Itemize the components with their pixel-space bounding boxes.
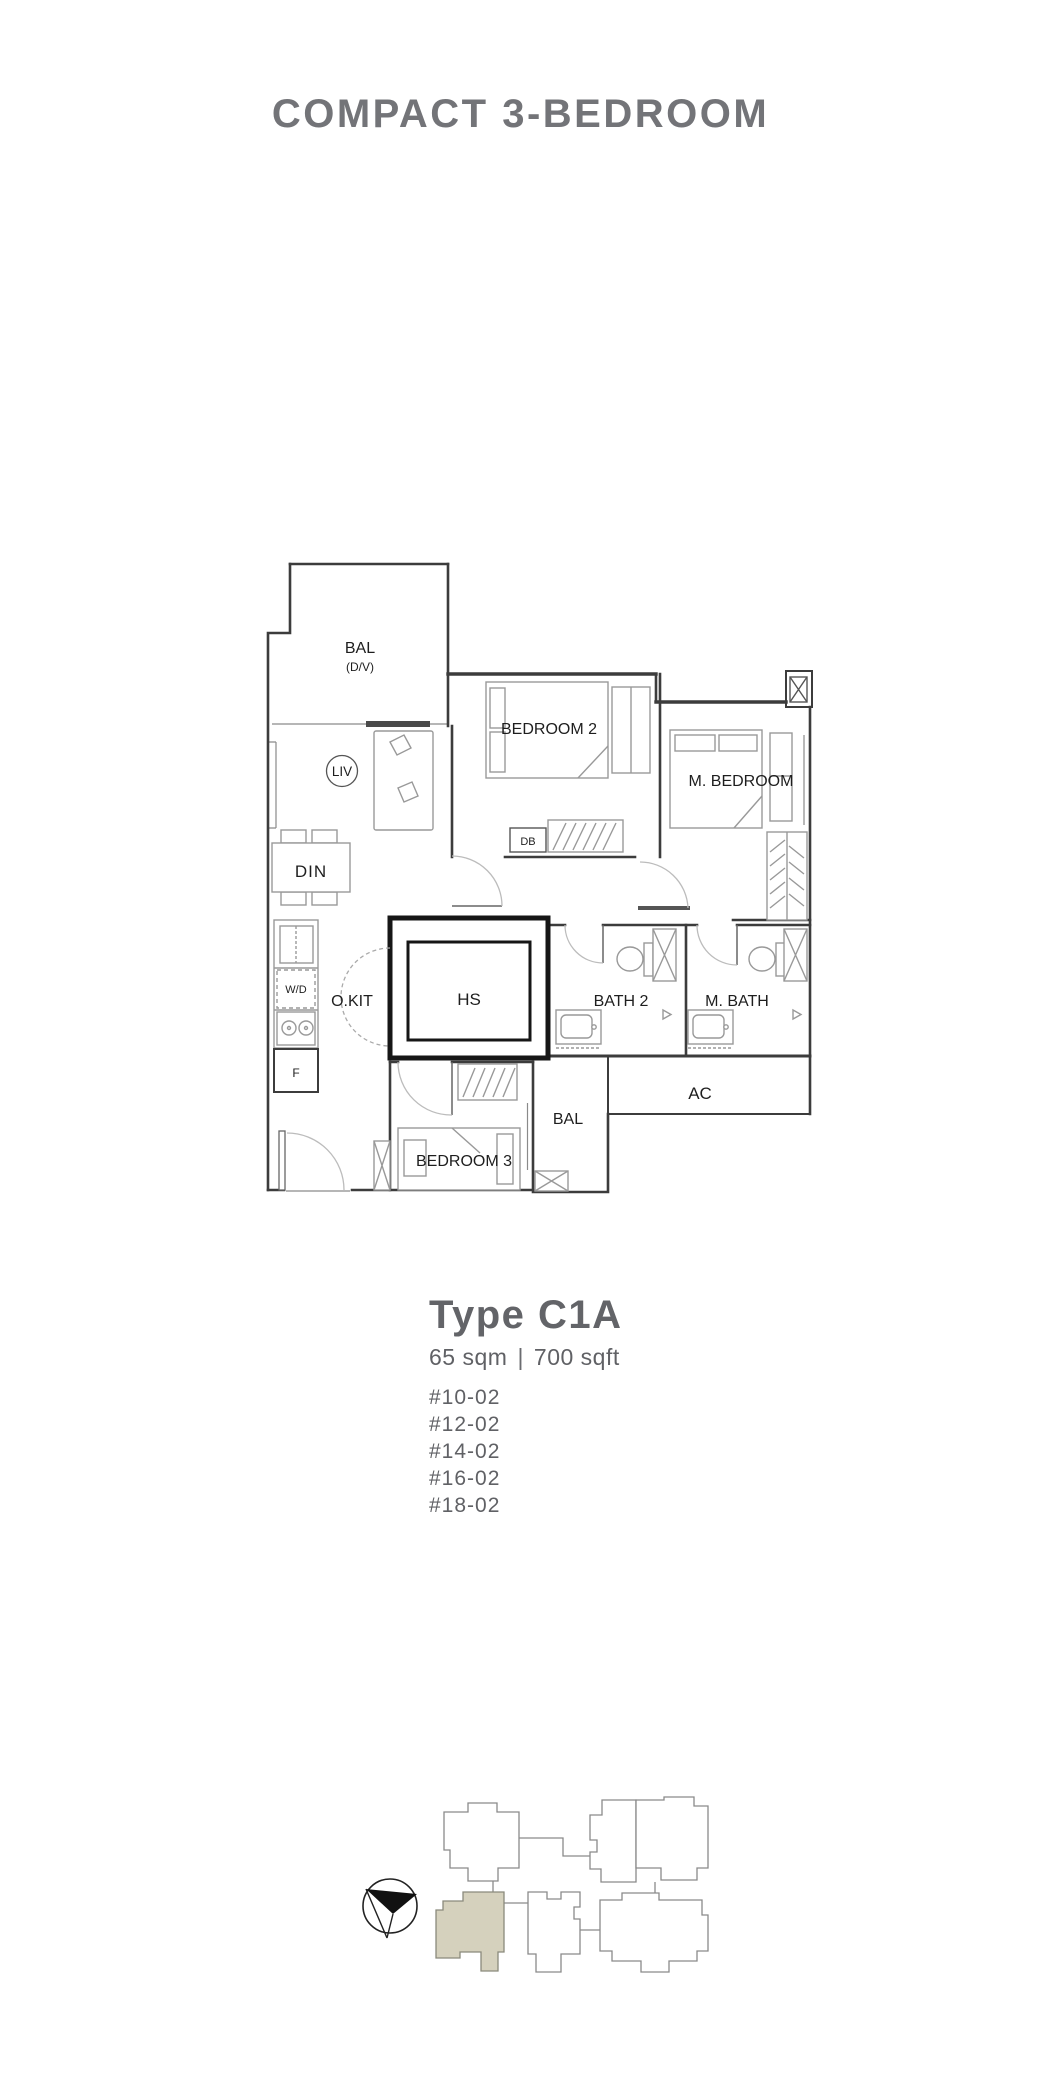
room-label-wd: W/D (285, 984, 306, 996)
room-label-ac: AC (688, 1084, 712, 1103)
key-plan (362, 1796, 709, 1973)
household-shelter (387, 915, 551, 1061)
db-box (509, 827, 547, 853)
room-label-liv: LIV (332, 764, 352, 779)
unit-number: #10-02 (429, 1386, 501, 1409)
unit-type-title: Type C1A (429, 1293, 623, 1337)
floor-plan: BAL (D/V) LIV BEDROOM 2 M. BEDROOM DIN D… (266, 562, 813, 1194)
sliding-door-icon (366, 721, 430, 727)
bed-icon (669, 729, 793, 829)
room-label-bal-bottom: BAL (553, 1111, 583, 1128)
toilet-icon (748, 942, 786, 977)
dining-table-icon (271, 829, 351, 906)
shower-icon (652, 928, 677, 982)
area-separator: | (517, 1344, 524, 1370)
room-label-bal-top-sub: (D/V) (346, 660, 374, 674)
bed-icon (485, 681, 651, 779)
wardrobe-icon (547, 819, 624, 853)
unit-area: 65 sqm | 700 sqft (429, 1344, 623, 1370)
room-label-bal-top: BAL (345, 640, 375, 657)
unit-number: #12-02 (429, 1413, 501, 1436)
unit-number: #16-02 (429, 1467, 501, 1490)
unit-info: Type C1A 65 sqm | 700 sqft #10-02 #12-02 #… (429, 1294, 623, 1519)
bed-icon (397, 1127, 521, 1191)
key-plan-buildings (443, 1796, 709, 1973)
room-label-bedroom3: BEDROOM 3 (416, 1153, 512, 1170)
key-plan-highlighted-unit (435, 1891, 505, 1972)
wardrobe-icon (766, 831, 808, 921)
doors (278, 855, 738, 1191)
basin-icon (555, 1009, 602, 1049)
ac-unit-icon (534, 1170, 569, 1192)
room-label-db: DB (520, 836, 535, 848)
area-sqm: 65 sqm (429, 1344, 508, 1370)
wardrobe-icon (457, 1063, 518, 1101)
shower-icon (783, 928, 808, 982)
room-label-hs: HS (457, 990, 481, 1009)
door-leaf (278, 1130, 286, 1191)
area-sqft: 700 sqft (533, 1344, 620, 1370)
cabinet-icon (373, 1140, 391, 1191)
ac-ledge-box-icon (785, 670, 813, 708)
room-label-okit: O.KIT (331, 993, 373, 1010)
furniture (271, 681, 808, 1192)
kitchen-counter-icon (273, 919, 319, 1049)
page-title: COMPACT 3-BEDROOM (271, 92, 770, 136)
room-label-din: DIN (295, 862, 327, 881)
unit-number-list: #10-02 #12-02 #14-02 #16-02 #18-02 (429, 1384, 623, 1519)
room-label-m-bedroom: M. BEDROOM (689, 773, 794, 790)
room-label-f: F (292, 1066, 299, 1080)
unit-number: #14-02 (429, 1440, 501, 1463)
basin-icon (687, 1009, 734, 1049)
fridge-icon (273, 1048, 319, 1093)
floor-trap-icon (662, 1008, 673, 1021)
sofa-icon (373, 730, 434, 831)
unit-number: #18-02 (429, 1494, 501, 1517)
north-arrow-icon (362, 1878, 418, 1939)
room-label-bath2: BATH 2 (594, 993, 649, 1010)
room-label-bedroom2: BEDROOM 2 (501, 721, 597, 738)
toilet-icon (616, 942, 654, 977)
floor-trap-icon (792, 1008, 803, 1021)
room-label-m-bath: M. BATH (705, 993, 769, 1010)
liv-circle (325, 754, 359, 788)
